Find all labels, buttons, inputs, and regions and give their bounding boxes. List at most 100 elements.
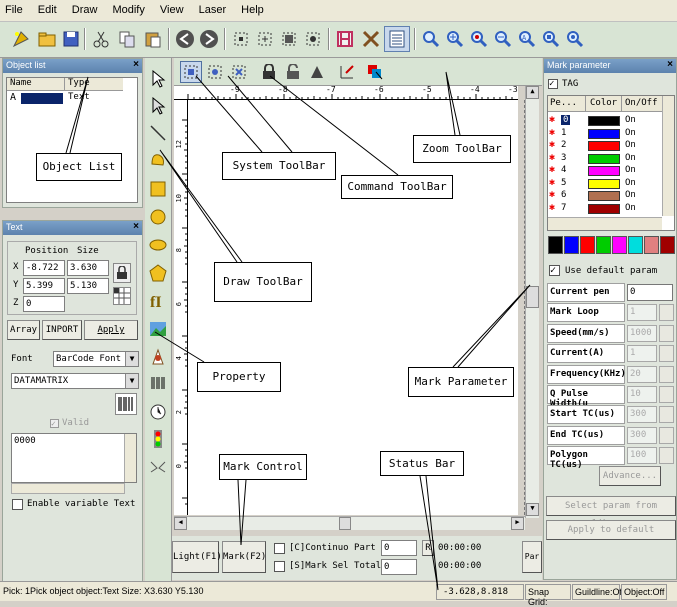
continuous-count-input[interactable]: 0 [381,540,417,556]
menu-modify[interactable]: Modify [112,4,145,16]
col-color-header[interactable]: Color [586,96,622,112]
timer-icon[interactable] [147,400,169,422]
col-name-header[interactable]: Name [7,78,65,91]
unlock-object-icon[interactable] [282,61,304,83]
array-button[interactable]: Array [7,320,40,340]
menu-help[interactable]: Help [241,4,264,16]
group-icon[interactable] [204,61,226,83]
copy-icon[interactable] [114,26,140,52]
lock-icon[interactable] [113,263,131,283]
col-type-header[interactable]: Type [65,78,123,91]
object-snap-status[interactable]: Object:Off [621,584,667,600]
ungroup-icon[interactable] [228,61,250,83]
menu-draw[interactable]: Draw [71,4,98,16]
spinner-icon[interactable] [659,447,674,465]
output-port-icon[interactable] [147,428,169,450]
close-icon[interactable]: × [133,59,139,70]
select-region-icon[interactable] [252,26,278,52]
select-arrow-icon[interactable] [147,68,169,90]
param-value[interactable]: 0 [627,284,673,301]
text-content-area[interactable]: 0000 [11,433,137,483]
vector-file-icon[interactable] [147,346,169,368]
menu-edit[interactable]: Edit [37,4,57,16]
spinner-icon[interactable] [659,365,674,383]
zoom-icon[interactable] [418,26,444,52]
light-button[interactable]: Light(F1) [172,541,222,573]
anchor-grid-icon[interactable] [113,287,131,305]
node-edit-icon[interactable] [228,26,254,52]
scroll-thumb[interactable] [339,517,351,530]
color-swatch[interactable] [596,236,611,254]
zoom-page-icon[interactable] [538,26,564,52]
apply-to-default-button[interactable]: Apply to default [546,520,676,540]
align-icon[interactable] [180,61,202,83]
ellipse-icon[interactable] [147,234,169,256]
menu-laser[interactable]: Laser [198,4,227,16]
cut-icon[interactable] [88,26,114,52]
menu-view[interactable]: View [159,4,184,16]
y-size-input[interactable]: 5.130 [67,278,109,294]
table-row[interactable]: A Text [7,92,139,105]
apply-button[interactable]: Apply [84,320,138,340]
origin-icon[interactable] [336,61,358,83]
mark-selected-checkbox[interactable] [274,561,285,572]
param-value[interactable]: 300 [627,426,657,444]
close-icon[interactable]: × [667,59,673,70]
select-from-library-button[interactable]: Select param from library [546,496,676,529]
horizontal-scrollbar[interactable]: ◀ ▶ [174,516,525,530]
import-button[interactable]: INPORT [42,320,82,340]
scroll-down-icon[interactable]: ▼ [526,503,539,516]
node-arrow-icon[interactable] [147,95,169,117]
menu-file[interactable]: File [5,4,23,16]
guideline-status[interactable]: Guildline:Of [572,584,622,600]
bitmap-icon[interactable] [147,318,169,340]
line-icon[interactable] [147,122,169,144]
param-value[interactable]: 300 [627,406,657,424]
pen-list-hscroll[interactable] [548,217,662,230]
spinner-icon[interactable] [659,426,674,444]
rectangle-icon[interactable] [147,178,169,200]
zoom-selected-icon[interactable] [562,26,588,52]
param-value[interactable]: 100 [627,447,657,465]
param-value[interactable]: 20 [627,365,657,383]
curve-icon[interactable] [147,148,169,170]
advance-button[interactable]: Advance... [599,466,661,486]
barcode-type-select[interactable]: DATAMATRIX▼ [11,373,139,389]
select-all-icon[interactable] [276,26,302,52]
barcode-tool-icon[interactable] [147,372,169,394]
invert-select-icon[interactable] [300,26,326,52]
param-value[interactable]: 1 [627,345,657,363]
scrollbar[interactable] [124,434,136,482]
use-default-checkbox[interactable]: ✓ [549,265,560,276]
total-count-input[interactable]: 0 [381,559,417,575]
x-position-input[interactable]: -8.722 [23,260,65,276]
circle-icon[interactable] [147,206,169,228]
col-onoff-header[interactable]: On/Off [622,96,662,112]
color-swatch[interactable] [580,236,595,254]
valid-checkbox[interactable]: ✓ [50,419,59,428]
color-swatch[interactable] [548,236,563,254]
param-value[interactable]: 1 [627,304,657,322]
param-value[interactable]: 1000 [627,324,657,342]
polygon-icon[interactable] [147,262,169,284]
tools-icon[interactable] [358,26,384,52]
paste-icon[interactable] [140,26,166,52]
spinner-icon[interactable] [659,345,674,363]
scroll-left-icon[interactable]: ◀ [174,517,187,530]
zoom-window-icon[interactable] [466,26,492,52]
lock-object-icon[interactable] [258,61,280,83]
text-tool-icon[interactable]: fI [147,290,169,312]
z-input[interactable]: 0 [23,296,65,312]
scroll-right-icon[interactable]: ▶ [511,517,524,530]
y-position-input[interactable]: 5.399 [23,278,65,294]
font-select[interactable]: BarCode Font▼ [53,351,139,367]
spinner-icon[interactable] [659,304,674,322]
spinner-icon[interactable] [659,324,674,342]
